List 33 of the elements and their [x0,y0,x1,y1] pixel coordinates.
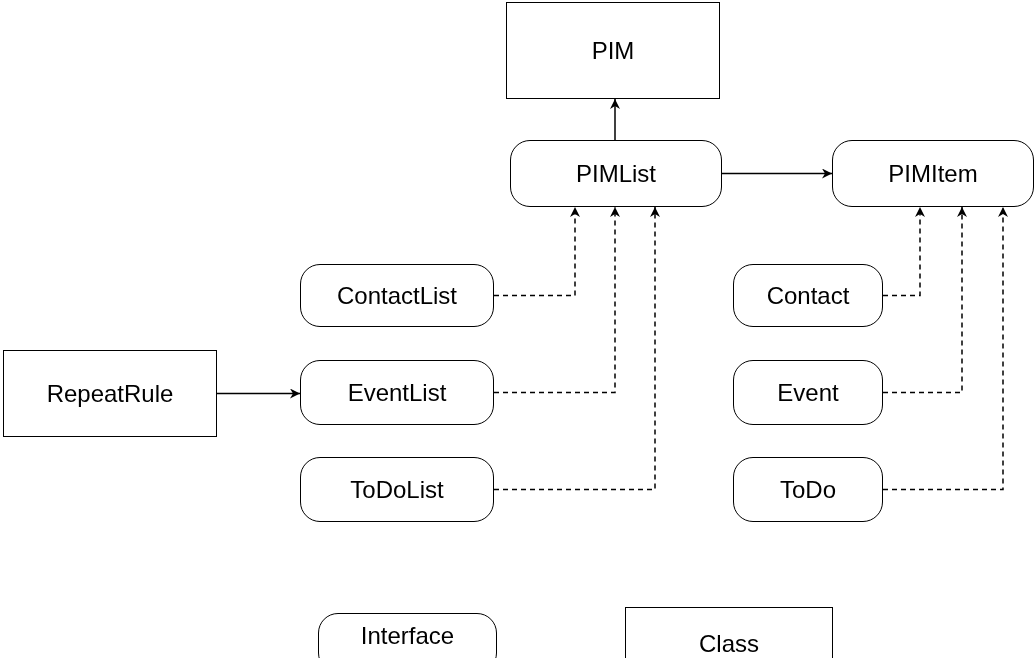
arrow [493,206,620,394]
arrow [882,206,925,297]
arrow [610,98,620,141]
arrow [882,206,1008,491]
interface-box [318,613,497,658]
node-label: ToDo [780,475,836,504]
class-box [3,350,217,437]
node-label: PIM [591,36,635,65]
arrow [216,388,301,399]
interface-box [300,457,494,522]
interface-box [733,457,883,522]
node-label: PIMItem [888,159,978,188]
arrow [493,206,660,491]
node-label: EventList [347,378,447,407]
interface-box [832,140,1034,207]
node-label: Interface [360,622,455,650]
node-label: PIMList [576,159,656,188]
node-label: RepeatRule [46,379,174,408]
interface-box [300,264,494,327]
arrow [882,206,967,394]
interface-box [733,360,883,425]
class-box [506,2,720,99]
arrow [721,168,833,179]
node-label: Contact [766,281,850,310]
interface-box [733,264,883,327]
interface-box [510,140,722,207]
class-box [625,607,833,658]
interface-box [300,360,494,425]
node-label: ContactList [336,281,458,310]
node-label: ToDoList [350,475,444,504]
node-label: Class [699,630,759,658]
arrow [493,206,580,297]
node-label: Event [777,378,839,407]
